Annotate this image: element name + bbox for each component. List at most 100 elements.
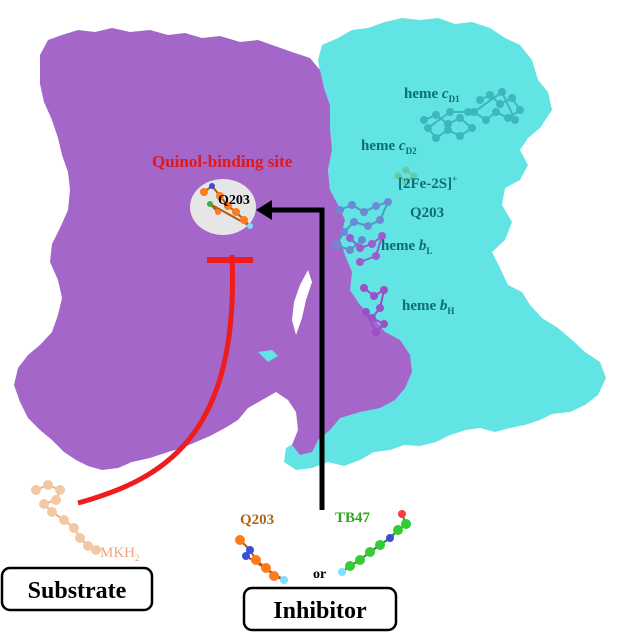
q203-ligand-label: Q203: [240, 512, 274, 528]
heme-cd1-molecule-bond: [501, 91, 516, 121]
q203-ligand-molecule-atom: [269, 571, 279, 581]
tb47-ligand-molecule-atom: [355, 555, 365, 565]
site-q203-molecule-atom: [200, 188, 208, 196]
heme-bh-molecule: [360, 284, 388, 336]
heme-cd1-molecule-atom: [476, 96, 484, 104]
heme-cd2-molecule-atom: [444, 120, 452, 128]
site-q203-molecule-atom: [247, 223, 253, 229]
mkh2-molecule-atom: [59, 515, 69, 525]
heme-cd2-molecule-atom: [456, 132, 464, 140]
fes-molecule: [394, 166, 418, 186]
tb47-ligand-molecule-atom: [398, 510, 406, 518]
heme-cd1-label: heme cD1: [404, 86, 460, 104]
heme-cd2-molecule-atom: [432, 134, 440, 142]
inhibition-arrow: [77, 254, 236, 506]
heme-cd1-molecule-atom: [486, 91, 494, 99]
q203-site-molecule-atom: [336, 206, 344, 214]
tb47-ligand-molecule-atom: [393, 525, 403, 535]
heme-bh-molecule-atom: [368, 314, 376, 322]
tb47-ligand-molecule: [338, 510, 411, 576]
q203-ligand-molecule-atom: [235, 535, 245, 545]
cyan-extension: [258, 350, 278, 362]
heme-cd1-molecule-atom: [482, 116, 490, 124]
mkh2-molecule-atom: [51, 495, 61, 505]
heme-bh-molecule-atom: [362, 308, 370, 316]
heme-cd2-molecule-atom: [432, 111, 440, 119]
q203-site-molecule-atom: [376, 216, 384, 224]
q203-site-molecule-atom: [350, 218, 358, 226]
site-q203-molecule-atom: [232, 208, 240, 216]
heme-bh-molecule-atom: [360, 284, 368, 292]
heme-cd2-molecule-atom: [446, 108, 454, 116]
tb47-ligand-label: TB47: [335, 510, 371, 526]
mkh2-label: MKH2: [100, 545, 140, 563]
site-q203-molecule: [200, 183, 253, 229]
substrate-box: [0, 566, 154, 612]
heme-cd2-molecule-atom: [424, 124, 432, 132]
heme-bl-molecule-atom: [368, 240, 376, 248]
inhibitor-box: [242, 586, 398, 632]
q203-site-molecule-atom: [358, 236, 366, 244]
heme-bh-molecule-atom: [376, 304, 384, 312]
heme-cd1-molecule-atom: [511, 116, 519, 124]
heme-bh-molecule-atom: [380, 320, 388, 328]
fes-molecule-atom: [402, 178, 410, 186]
heme-cd1-molecule-atom: [504, 114, 512, 122]
tb47-ligand-molecule-atom: [375, 540, 385, 550]
q203-ligand-molecule-atom: [242, 552, 250, 560]
heme-cd2-molecule-atom: [468, 124, 476, 132]
mkh2-molecule-atom: [43, 480, 53, 490]
q203-site-molecule-atom: [364, 222, 372, 230]
heme-bl-molecule-atom: [356, 244, 364, 252]
tb47-ligand-molecule-atom: [401, 519, 411, 529]
q203-ligand-molecule-atom: [246, 546, 254, 554]
heme-cd1-molecule-atom: [498, 88, 506, 96]
q203-ligand-molecule-atom: [261, 563, 271, 573]
q203-site-molecule-atom: [348, 201, 356, 209]
heme-bl-molecule-atom: [378, 232, 386, 240]
heme-bl-molecule-atom: [346, 234, 354, 242]
q203-site-molecule-atom: [372, 202, 380, 210]
heme-cd1-molecule: [470, 88, 524, 124]
heme-cd2-molecule-atom: [464, 108, 472, 116]
fes-molecule-atom: [394, 172, 402, 180]
heme-cd2-molecule: [420, 108, 476, 142]
tb47-ligand-molecule-atom: [345, 561, 355, 571]
q203-site-molecule-atom: [332, 241, 340, 249]
q203-site-label: Q203: [410, 205, 444, 221]
heme-bh-molecule-atom: [370, 292, 378, 300]
heme-bh-molecule-atom: [372, 328, 380, 336]
q203-site-molecule-atom: [384, 198, 392, 206]
site-q203-molecule-atom: [215, 209, 221, 215]
binding-arrow: [268, 207, 325, 510]
mkh2-molecule-atom: [31, 485, 41, 495]
q203-site-molecule-atom: [346, 246, 354, 254]
purple-subunit-surface: [14, 28, 412, 470]
q203-ligand-molecule-atom: [251, 555, 261, 565]
heme-cd1-molecule-atom: [516, 106, 524, 114]
site-q203-molecule-atom: [209, 183, 215, 189]
fes-molecule-atom: [402, 166, 410, 174]
q203-ligand-molecule-atom: [280, 576, 288, 584]
heme-cd2-molecule-atom: [420, 116, 428, 124]
fes-cluster-label: [2Fe-2S]+: [398, 174, 457, 192]
q203-site-molecule-atom: [360, 208, 368, 216]
tb47-ligand-molecule-atom: [338, 568, 346, 576]
heme-bh-label: heme bH: [402, 298, 454, 316]
heme-bl-molecule: [346, 232, 386, 266]
heme-cd1-molecule-atom: [508, 94, 516, 102]
ligand-molecules: [31, 183, 411, 584]
mkh2-molecule-atom: [69, 523, 79, 533]
heme-cd1-molecule-bond: [473, 91, 503, 113]
q203-ligand-molecule: [235, 535, 288, 584]
site-q203-molecule-atom: [216, 192, 224, 200]
heme-cd1-molecule-atom: [470, 108, 478, 116]
fes-molecule-atom: [410, 172, 418, 180]
tb47-ligand-molecule-atom: [365, 547, 375, 557]
quinol-site-title: Quinol-binding site: [152, 152, 293, 171]
mkh2-molecule-atom: [47, 507, 57, 517]
heme-bl-label: heme bL: [381, 238, 432, 256]
or-label: or: [313, 567, 326, 582]
